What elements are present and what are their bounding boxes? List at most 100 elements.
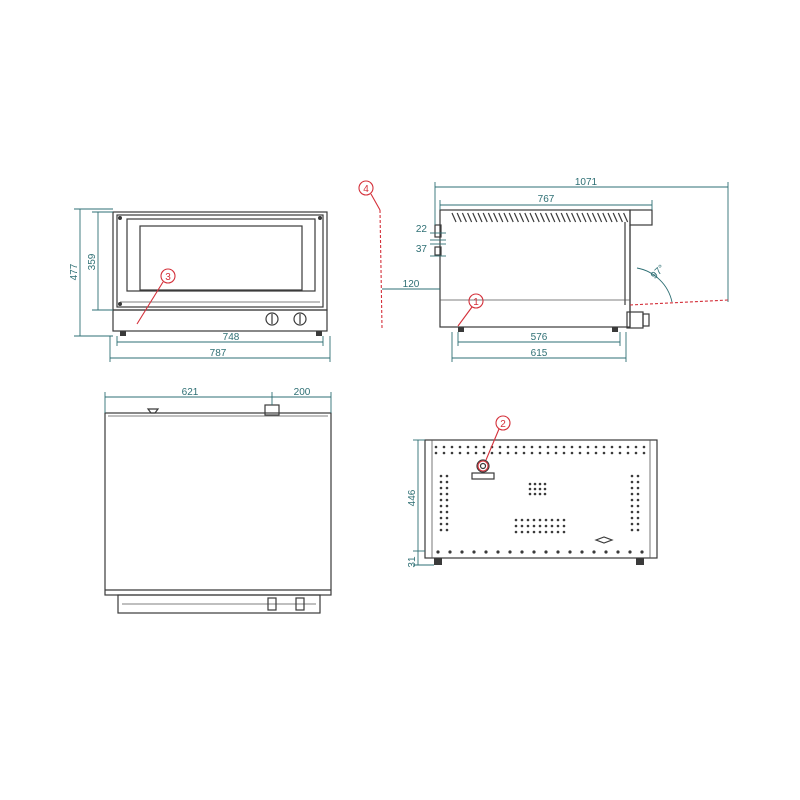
perforation-dot <box>543 487 547 491</box>
perforation-dot <box>445 510 449 514</box>
perforation-dot <box>482 451 486 455</box>
top-dimensions: 621 200 <box>104 387 332 413</box>
vent-slot <box>576 212 582 223</box>
perforation-dot <box>474 451 478 455</box>
callout-2-label: 2 <box>500 419 506 430</box>
perforation-dot <box>602 451 606 455</box>
dim-side-offset-37: 37 <box>416 244 428 255</box>
perforation-dot <box>532 530 536 534</box>
callout-1: 1 <box>457 293 484 327</box>
perforation-dot <box>533 487 537 491</box>
vent-slot <box>607 212 613 223</box>
perforation-dot <box>550 524 554 528</box>
perforation-dot <box>636 528 640 532</box>
perforation-dot <box>630 492 634 496</box>
perforation-dot <box>445 480 449 484</box>
top-view <box>104 404 332 614</box>
front-dimensions: 477 359 748 787 <box>69 208 331 362</box>
perforation-dot <box>630 474 634 478</box>
perforation-dot <box>636 480 640 484</box>
perforation-dot <box>520 518 524 522</box>
perforation-dot <box>506 445 510 449</box>
side-view <box>434 209 653 332</box>
perforation-dot <box>520 550 524 554</box>
side-vents <box>451 212 629 223</box>
perforation-dot <box>562 451 566 455</box>
perforation-dot <box>592 550 596 554</box>
perforation-dot <box>586 445 590 449</box>
vent-slot <box>456 212 462 223</box>
perforation-dot <box>533 492 537 496</box>
perforation-dot <box>530 445 534 449</box>
callout-1-label: 1 <box>473 297 479 308</box>
perforation-dot <box>434 451 438 455</box>
dim-front-inner-width: 748 <box>223 332 240 343</box>
perforation-dot <box>538 530 542 534</box>
perforation-dot <box>498 451 502 455</box>
perforation-dot <box>528 487 532 491</box>
perforation-dot <box>450 451 454 455</box>
dim-side-depth-body: 767 <box>538 194 555 205</box>
perforation-dot <box>439 486 443 490</box>
dim-side-clearance: 120 <box>403 279 420 290</box>
perforation-dot <box>439 474 443 478</box>
perforation-dot <box>439 516 443 520</box>
perforation-dot <box>628 550 632 554</box>
perforation-dot <box>550 518 554 522</box>
perforation-dot <box>538 492 542 496</box>
dim-side-feet-576: 576 <box>531 332 548 343</box>
perforation-dot <box>610 451 614 455</box>
dim-rear-feet: 31 <box>407 556 418 568</box>
perforation-dot <box>630 504 634 508</box>
vent-slot <box>602 212 608 223</box>
perforation-dot <box>538 518 542 522</box>
vent-slot <box>555 212 561 223</box>
vent-slot <box>550 212 556 223</box>
perforation-dot <box>532 518 536 522</box>
side-dimensions: 1071 767 22 37 120 576 615 97° <box>382 177 729 362</box>
perforation-dot <box>498 445 502 449</box>
perforation-dot <box>445 492 449 496</box>
perforation-dot <box>526 524 530 528</box>
perforation-dot <box>642 451 646 455</box>
perforation-dot <box>458 451 462 455</box>
perforation-dot <box>445 474 449 478</box>
perforation-dot <box>466 445 470 449</box>
perforation-dot <box>602 445 606 449</box>
perforation-dot <box>636 498 640 502</box>
perforation-dot <box>490 451 494 455</box>
perforation-dot <box>546 451 550 455</box>
vent-slot <box>467 212 473 223</box>
perforation-dot <box>526 530 530 534</box>
callout-4-label: 4 <box>363 184 369 195</box>
vent-slot <box>571 212 577 223</box>
callout-3: 3 <box>136 268 176 325</box>
vent-slot <box>477 212 483 223</box>
perforation-dot <box>533 482 537 486</box>
perforation-dot <box>445 516 449 520</box>
perforation-dot <box>474 445 478 449</box>
perforation-dot <box>514 530 518 534</box>
perforation-dot <box>439 522 443 526</box>
perforation-dot <box>636 510 640 514</box>
perforation-dot <box>445 522 449 526</box>
perforation-dot <box>514 524 518 528</box>
perforation-dot <box>538 487 542 491</box>
perforation-dot <box>544 530 548 534</box>
dim-side-offset-22: 22 <box>416 224 428 235</box>
perforation-dot <box>604 550 608 554</box>
perforation-dot <box>630 510 634 514</box>
perforation-dot <box>472 550 476 554</box>
vent-slot <box>529 212 535 223</box>
perforation-dot <box>514 445 518 449</box>
dim-side-feet-615: 615 <box>531 348 548 359</box>
perforation-dot <box>482 445 486 449</box>
vent-slot <box>597 212 603 223</box>
perforation-dot <box>636 516 640 520</box>
perforation-dot <box>445 498 449 502</box>
perforation-dot <box>439 504 443 508</box>
perforation-dot <box>458 445 462 449</box>
perforation-dot <box>439 498 443 502</box>
perforation-dot <box>578 445 582 449</box>
perforation-dot <box>466 451 470 455</box>
